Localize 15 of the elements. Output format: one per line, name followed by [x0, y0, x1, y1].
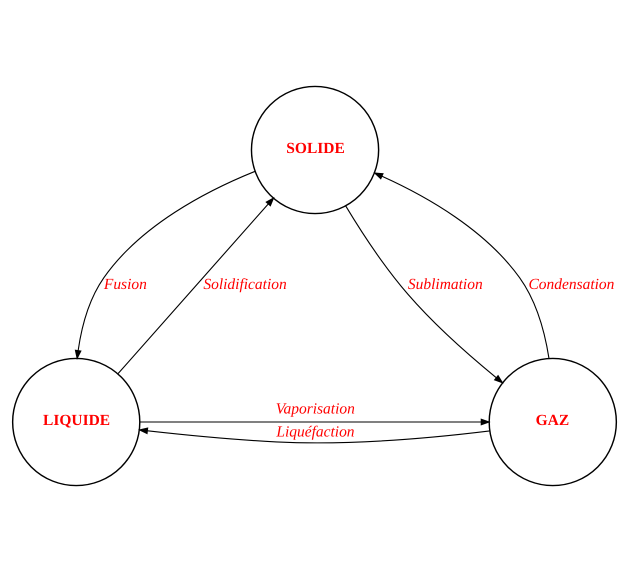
edge-label: Solidification: [203, 276, 287, 293]
arrow: [140, 418, 491, 426]
edge-label: Vaporisation: [276, 400, 355, 418]
arrow: [118, 196, 275, 374]
arrow: [345, 206, 504, 384]
arrow: [138, 427, 490, 444]
node-circle: GAZ: [488, 358, 618, 486]
node-circle: LIQUIDE: [12, 358, 141, 486]
edge-label: Condensation: [528, 276, 614, 293]
edge-label: Sublimation: [408, 276, 483, 293]
node-circle: SOLIDE: [250, 86, 380, 214]
arrow: [373, 172, 550, 358]
arrow: [74, 170, 256, 360]
edge-label: Fusion: [104, 276, 147, 293]
edge-label: Liquéfaction: [276, 424, 355, 441]
